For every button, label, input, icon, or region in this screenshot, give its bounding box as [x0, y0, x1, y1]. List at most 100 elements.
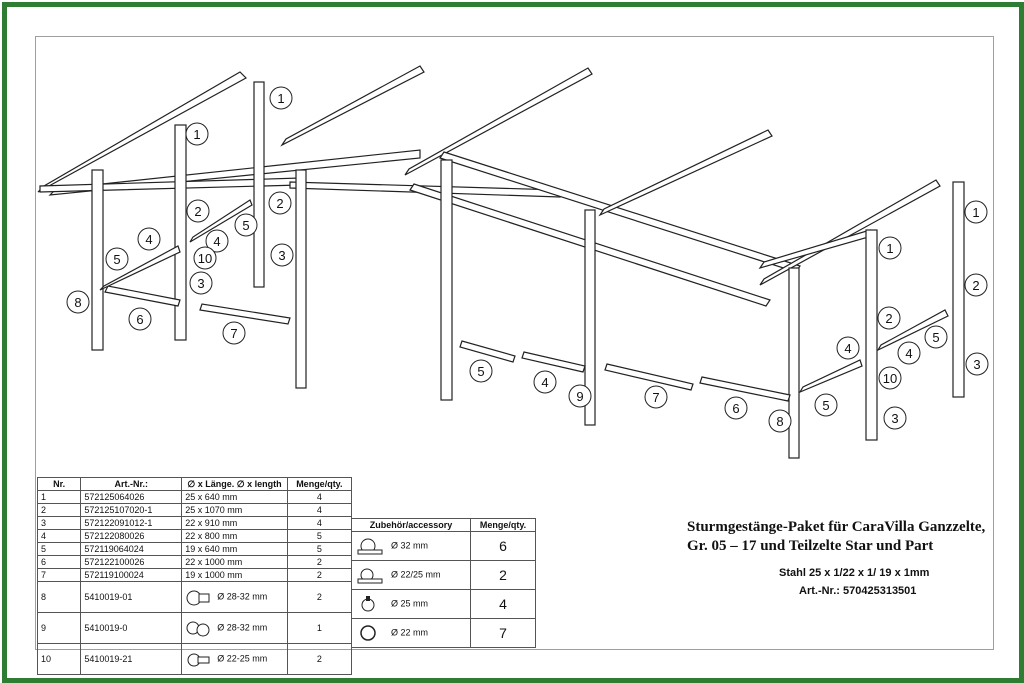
brace [99, 245, 181, 291]
callout-2: 2 [964, 273, 988, 297]
svg-text:4: 4 [541, 375, 548, 390]
cell-qty: 2 [286, 568, 353, 582]
cell-nr: 5 [36, 542, 82, 556]
title-line-1: Sturmgestänge-Paket für CaraVilla Ganzze… [687, 519, 986, 535]
cell-size: Ø 22-25 mm [181, 643, 288, 675]
svg-text:1: 1 [193, 127, 200, 142]
cell-qty: 1 [286, 612, 353, 644]
post [91, 169, 104, 351]
svg-text:10: 10 [883, 371, 897, 386]
cell-nr: 2 [36, 503, 82, 517]
svg-text:4: 4 [905, 346, 912, 361]
table-header: Nr. Art.-Nr.: ∅ x Länge. ∅ x length Meng… [36, 477, 353, 491]
callout-4: 4 [897, 341, 921, 365]
cell-art: 572122100026 [80, 555, 183, 569]
cell-art: 572119064024 [80, 542, 183, 556]
callout-8: 8 [768, 409, 792, 433]
svg-text:1: 1 [972, 205, 979, 220]
tube [439, 151, 801, 273]
brace [699, 376, 791, 402]
parts-table: Nr. Art.-Nr.: ∅ x Länge. ∅ x length Meng… [36, 477, 353, 675]
size-label: Ø 25 mm [391, 598, 429, 609]
cell-size: Ø 28-32 mm [181, 581, 288, 613]
post [253, 81, 265, 288]
brace [798, 359, 863, 394]
post [952, 181, 965, 398]
header-art: Art.-Nr.: [80, 477, 183, 491]
tube [758, 229, 873, 270]
callout-7: 7 [644, 385, 668, 409]
callout-2: 2 [268, 191, 292, 215]
cell-art: 572119100024 [80, 568, 183, 582]
cell-accessory: Ø 22/25 mm [351, 560, 471, 590]
cell-size: 22 x 800 mm [181, 529, 288, 543]
cell-nr: 7 [36, 568, 82, 582]
callout-8: 8 [66, 290, 90, 314]
callout-3: 3 [965, 352, 989, 376]
cell-qty: 4 [286, 516, 353, 530]
header-size: ∅ x Länge. ∅ x length [181, 477, 288, 491]
callout-4: 4 [836, 336, 860, 360]
svg-text:3: 3 [197, 276, 204, 291]
svg-text:6: 6 [136, 312, 143, 327]
svg-text:2: 2 [972, 278, 979, 293]
callout-10: 10 [193, 246, 217, 270]
svg-text:8: 8 [776, 414, 783, 429]
callout-5: 5 [924, 325, 948, 349]
callout-9: 9 [568, 384, 592, 408]
callout-3: 3 [189, 271, 213, 295]
drawing-border [35, 36, 994, 650]
clip-icon [357, 538, 383, 555]
post [295, 169, 307, 389]
svg-text:4: 4 [844, 341, 851, 356]
cell-art: 572125107020-1 [80, 503, 183, 517]
cell-art: 572125064026 [80, 490, 183, 504]
cell-size: 25 x 640 mm [181, 490, 288, 504]
callout-6: 6 [128, 307, 152, 331]
frame-tubes [37, 65, 941, 307]
size-label: Ø 28-32 mm [217, 622, 268, 633]
clip-icon [360, 625, 376, 641]
cell-nr: 1 [36, 490, 82, 504]
brace [521, 351, 586, 373]
callout-5: 5 [105, 247, 129, 271]
header-qty: Menge/qty. [470, 518, 536, 532]
svg-text:7: 7 [230, 326, 237, 341]
cell-nr: 8 [36, 581, 82, 613]
callout-5: 5 [469, 359, 493, 383]
cell-size: 22 x 1000 mm [181, 555, 288, 569]
cell-qty: 5 [286, 529, 353, 543]
article-number: Art.-Nr.: 570425313501 [799, 585, 917, 597]
brace [604, 363, 694, 391]
size-label: Ø 28-32 mm [217, 591, 268, 602]
cell-qty: 4 [286, 490, 353, 504]
header-accessory: Zubehör/accessory [351, 518, 471, 532]
clamp-icon [186, 590, 210, 606]
svg-text:2: 2 [194, 204, 201, 219]
callout-2: 2 [186, 199, 210, 223]
svg-text:3: 3 [973, 357, 980, 372]
callout-1: 1 [185, 122, 209, 146]
size-label: Ø 22-25 mm [217, 653, 268, 664]
cell-art: 572122091012-1 [80, 516, 183, 530]
cell-nr: 3 [36, 516, 82, 530]
callout-3: 3 [270, 243, 294, 267]
size-label: Ø 32 mm [391, 540, 429, 551]
svg-text:2: 2 [885, 311, 892, 326]
cell-size: 22 x 910 mm [181, 516, 288, 530]
table-header: Zubehör/accessory Menge/qty. [351, 518, 536, 532]
post [788, 267, 800, 459]
tube [598, 129, 773, 217]
cell-qty: 7 [470, 618, 536, 648]
svg-text:5: 5 [477, 364, 484, 379]
svg-text:8: 8 [74, 295, 81, 310]
cell-size: 19 x 1000 mm [181, 568, 288, 582]
